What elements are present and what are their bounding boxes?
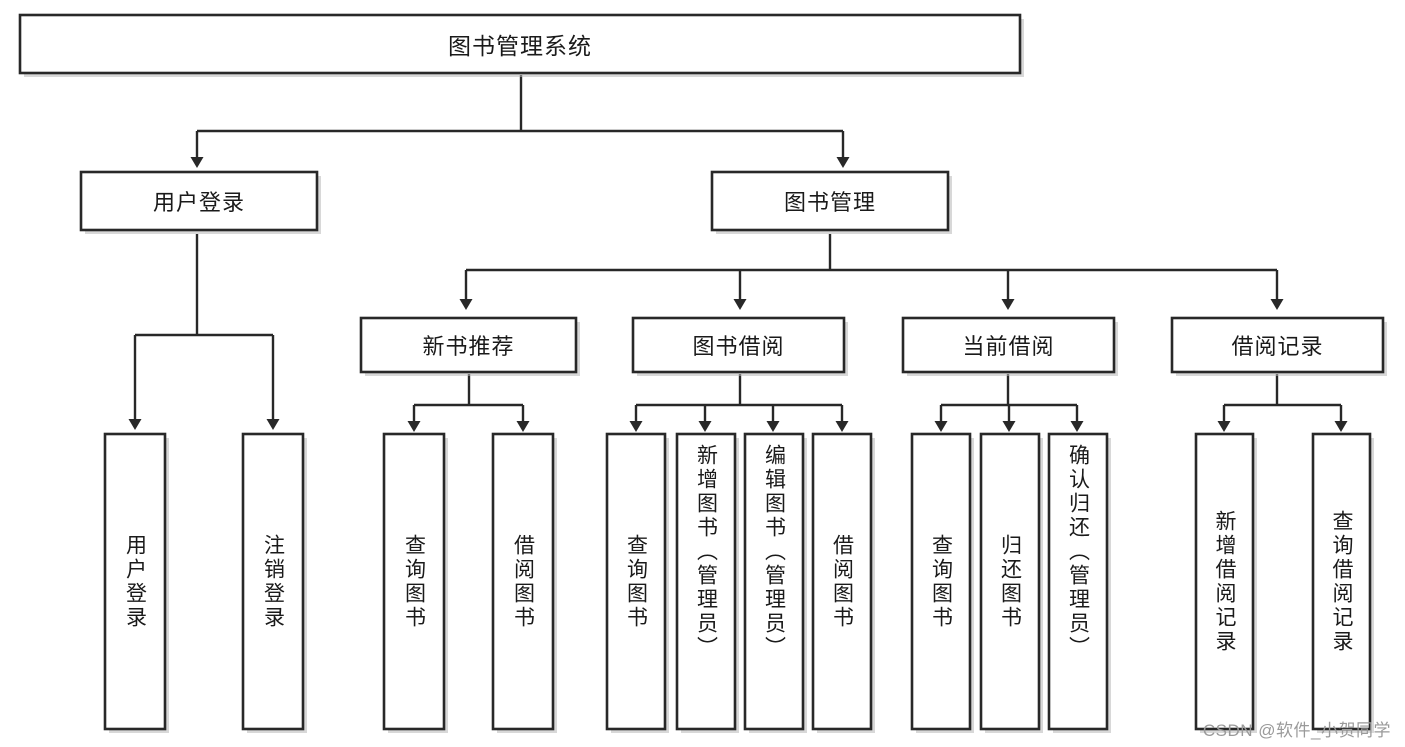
node-leaf-add-book[interactable] xyxy=(675,432,737,731)
node-leaf-borrow-book-b[interactable] xyxy=(811,432,873,731)
node-book-borrow[interactable] xyxy=(631,316,846,374)
node-leaf-return-book[interactable] xyxy=(979,432,1041,731)
node-leaf-logout[interactable] xyxy=(241,432,305,731)
node-root[interactable] xyxy=(18,13,1022,75)
node-leaf-query-book-b[interactable] xyxy=(605,432,667,731)
node-leaf-user-login[interactable] xyxy=(103,432,167,731)
node-new-book-rec[interactable] xyxy=(359,316,578,374)
node-user-login[interactable] xyxy=(79,170,319,232)
node-leaf-query-record[interactable] xyxy=(1311,432,1372,731)
node-current-borrow[interactable] xyxy=(901,316,1116,374)
node-leaf-add-record[interactable] xyxy=(1194,432,1255,731)
node-book-manage[interactable] xyxy=(710,170,950,232)
csdn-watermark: CSDN @软件_小贺同学 xyxy=(1202,721,1391,740)
node-group xyxy=(18,13,1387,733)
edge-group xyxy=(128,75,1348,432)
node-borrow-record[interactable] xyxy=(1170,316,1385,374)
node-leaf-query-book-c[interactable] xyxy=(910,432,972,731)
node-leaf-confirm-return[interactable] xyxy=(1047,432,1109,731)
node-leaf-edit-book[interactable] xyxy=(743,432,805,731)
node-leaf-query-book-a[interactable] xyxy=(382,432,446,731)
node-leaf-borrow-book-a[interactable] xyxy=(491,432,555,731)
